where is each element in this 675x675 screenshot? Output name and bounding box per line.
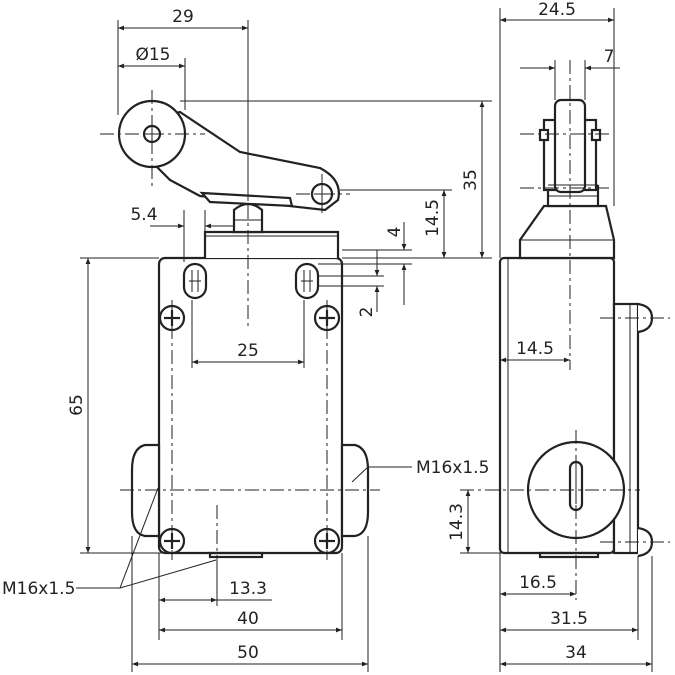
- dim-35: 35: [461, 169, 481, 191]
- front-view: 29 Ø15 35 14.5 4 2 5.4 25: [2, 7, 492, 672]
- dim-29: 29: [172, 7, 194, 27]
- front-body: [157, 256, 344, 555]
- dim-7: 7: [604, 47, 615, 67]
- dim-40: 40: [237, 609, 259, 629]
- dim-24-5: 24.5: [538, 0, 576, 20]
- dim-14-5-horizontal: 14.5: [516, 339, 554, 359]
- dim-2: 2: [357, 307, 377, 318]
- side-head: [518, 204, 616, 260]
- thread-label-right: M16x1.5: [416, 458, 489, 478]
- dim-50: 50: [237, 643, 259, 663]
- dim-14-3: 14.3: [447, 503, 467, 541]
- front-top-cap: [203, 230, 340, 258]
- dim-16-5: 16.5: [519, 573, 557, 593]
- dim-dia-15: Ø15: [135, 45, 170, 65]
- side-view: 24.5 7 14.5 14.3 16.5 31.5 34: [447, 0, 670, 672]
- dim-13-3: 13.3: [229, 579, 267, 599]
- lever-arm: [138, 110, 340, 212]
- thread-label-left: M16x1.5: [2, 579, 75, 599]
- dim-25: 25: [237, 341, 259, 361]
- dim-5-4: 5.4: [130, 205, 157, 225]
- dim-31-5: 31.5: [550, 609, 588, 629]
- dim-14-5-vertical: 14.5: [423, 199, 443, 237]
- dim-34: 34: [565, 643, 587, 663]
- dim-4: 4: [385, 227, 405, 238]
- dim-65: 65: [67, 394, 87, 416]
- front-base: [208, 551, 264, 559]
